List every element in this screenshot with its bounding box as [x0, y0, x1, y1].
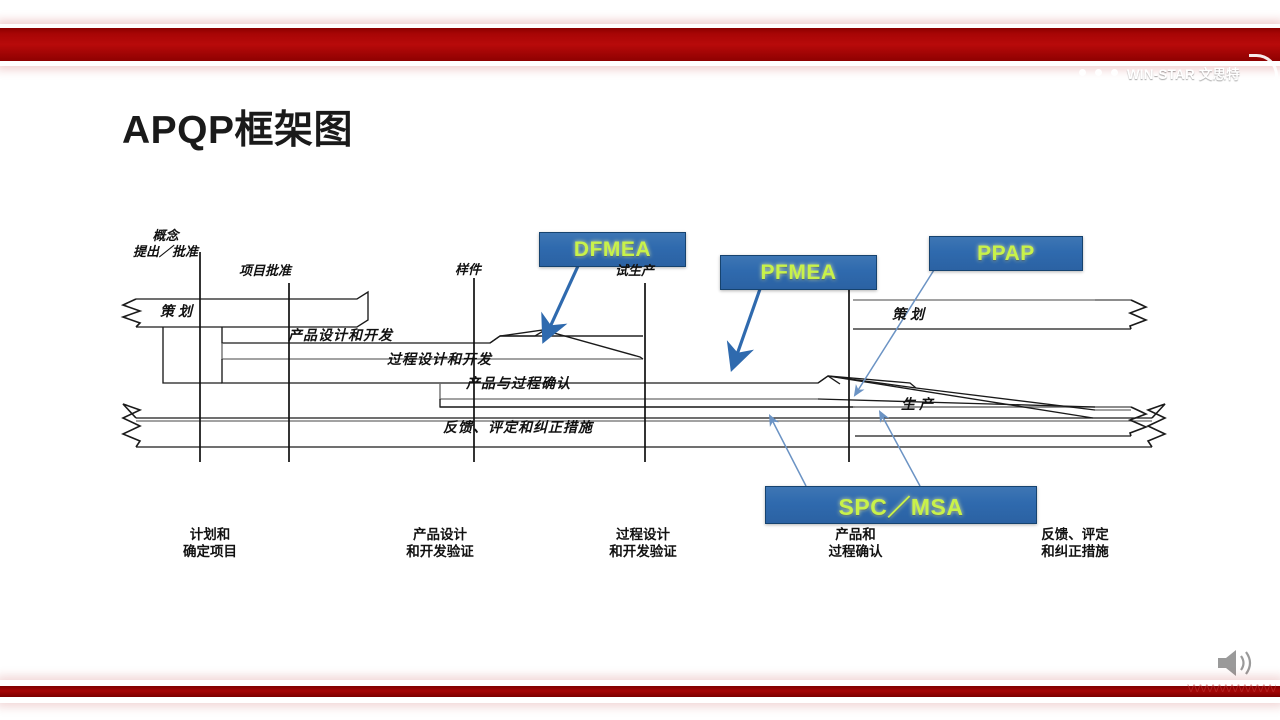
- speaker-icon[interactable]: [1214, 645, 1258, 681]
- callout-arrows: [541, 265, 762, 373]
- band-label-process-design: 过程设计和开发: [387, 353, 492, 368]
- phase-label-1: 计划和 确定项目: [150, 527, 270, 561]
- milestone-lines: [199, 252, 850, 462]
- band-label-production: 生产: [901, 398, 937, 413]
- phase-label-3-line2: 和开发验证: [609, 543, 677, 559]
- top-brand-bar: WIN-STAR 文思特: [0, 28, 1280, 97]
- brand-name: WIN-STAR 文思特: [1126, 66, 1240, 82]
- transition-slope-b3: [827, 375, 841, 385]
- brand-dot-icon: [1110, 69, 1118, 76]
- transition-slope-d: [915, 387, 1096, 411]
- band-label-planning-left: 策划: [160, 305, 196, 320]
- zigzag-break-left-top: [120, 298, 143, 328]
- page-title: APQP框架图: [122, 109, 354, 152]
- phase-label-5: 反馈、评定 和纠正措施: [1000, 527, 1150, 561]
- milestone-label-concept-line1: 概念: [152, 228, 179, 243]
- band-validation-top: [439, 399, 855, 408]
- phase-label-5-line1: 反馈、评定: [1041, 527, 1109, 542]
- arrow-spcmsa-to-validation: [768, 413, 807, 487]
- phase-label-1-line1: 计划和: [189, 527, 231, 542]
- zigzag-break-right-production: [1127, 406, 1149, 437]
- brand-logo: WIN-STAR 文思特: [1078, 56, 1266, 89]
- band-product-design-bottom: [221, 343, 643, 360]
- band-label-product-design: 产品设计和开发: [288, 329, 393, 344]
- zigzag-break-right-top: [1127, 299, 1149, 330]
- bottom-brand-bar: [0, 686, 1280, 697]
- band-label-feedback: 反馈、评定和纠正措施: [443, 421, 593, 436]
- milestone-label-trial: 试生产: [615, 263, 655, 278]
- callout-pfmea[interactable]: PFMEA: [720, 255, 877, 290]
- callout-dfmea[interactable]: DFMEA: [539, 232, 686, 267]
- brand-dots-icon: [1078, 69, 1118, 76]
- transition-slope-b: [817, 375, 917, 389]
- phase-label-2: 产品设计 和开发验证: [375, 527, 505, 561]
- phase-label-4: 产品和 过程确认: [798, 527, 913, 561]
- phase-label-2-line1: 产品设计: [413, 527, 467, 542]
- arrow-spcmsa-to-production: [878, 410, 921, 487]
- milestone-label-concept-line2: 提出／批准: [133, 244, 199, 260]
- phase-label-3-line1: 过程设计: [616, 527, 670, 542]
- transition-slope-a: [489, 329, 644, 360]
- phase-label-3: 过程设计 和开发验证: [578, 527, 708, 561]
- milestone-label-sample: 样件: [455, 262, 482, 277]
- callout-ppap[interactable]: PPAP: [929, 236, 1083, 271]
- phase-label-1-line2: 确定项目: [183, 543, 237, 559]
- brand-dot-icon: [1078, 69, 1086, 76]
- band-process-design-hook: [162, 327, 222, 384]
- arrow-dfmea-to-product-design: [541, 265, 580, 344]
- band-planning-left: [136, 290, 369, 328]
- milestone-label-concept: 概念 提出／批准: [133, 228, 198, 261]
- brand-arc-decoration: [1249, 54, 1278, 97]
- brand-dot-icon: [1094, 69, 1102, 76]
- callout-arrows-thin: [768, 269, 935, 487]
- phase-label-4-line1: 产品和: [835, 527, 876, 542]
- band-label-product-process-validation: 产品与过程确认: [466, 377, 571, 392]
- transition-diag-down: [827, 375, 1094, 419]
- diagram-bands: [120, 290, 1167, 448]
- phase-label-5-line2: 和纠正措施: [1041, 543, 1109, 559]
- zigzag-break-right-bottom: [1145, 403, 1167, 448]
- phase-label-4-line2: 过程确认: [828, 543, 883, 559]
- transition-slope-c: [817, 398, 1096, 408]
- milestone-label-project: 项目批准: [239, 263, 292, 278]
- arrow-ppap-to-production: [853, 269, 935, 397]
- bottom-watermark: VVVVVVVVVVVVVV: [1187, 683, 1276, 695]
- band-label-planning-right: 策划: [892, 308, 928, 323]
- callout-spc-msa[interactable]: SPC／MSA: [765, 486, 1037, 524]
- phase-label-2-line2: 和开发验证: [406, 543, 474, 559]
- zigzag-break-left-bottom: [121, 403, 143, 448]
- arrow-pfmea-to-process-design: [726, 288, 762, 373]
